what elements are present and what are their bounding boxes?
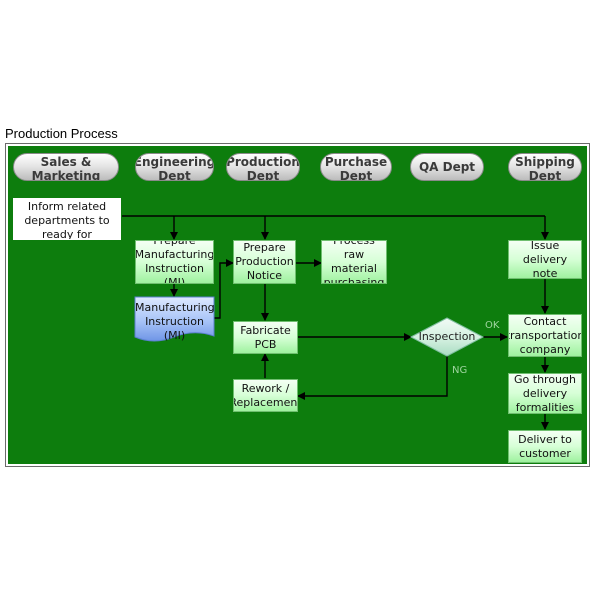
dept-header-shipping: Shipping Dept xyxy=(508,153,582,181)
node-mi-document: Manufacturing Instruction (MI) xyxy=(135,301,215,342)
diagram-title: Production Process xyxy=(5,126,118,141)
node-process-raw-material: Process raw material purchasing xyxy=(321,240,387,284)
edge-label-ng: NG xyxy=(452,365,468,376)
node-go-through-formalities: Go through delivery formalities xyxy=(508,373,582,414)
dept-header-production: Production Dept xyxy=(226,153,300,181)
node-inform-departments: Inform related departments to ready for … xyxy=(13,198,121,240)
dept-header-sales-marketing: Sales & Marketing Dept xyxy=(13,153,119,181)
node-contact-transportation: Contact transportation company xyxy=(508,314,582,357)
node-issue-delivery-note: Issue delivery note xyxy=(508,240,582,279)
dept-header-qa: QA Dept xyxy=(410,153,484,181)
diagram-canvas xyxy=(8,146,587,464)
node-prepare-mi: Prepare Manufacturing Instruction (MI) xyxy=(135,240,214,284)
node-fabricate-pcb: Fabricate PCB xyxy=(233,321,298,354)
node-deliver-to-customer: Deliver to customer xyxy=(508,430,582,463)
dept-header-purchase: Purchase Dept xyxy=(320,153,392,181)
node-inspection: Inspection xyxy=(418,330,476,343)
edge-label-ok: OK xyxy=(485,320,500,331)
node-rework-replacement: Rework / Replacement xyxy=(233,379,298,412)
dept-header-engineering: Engineering Dept xyxy=(135,153,214,181)
node-prepare-production-notice: Prepare Production Notice xyxy=(233,240,296,284)
